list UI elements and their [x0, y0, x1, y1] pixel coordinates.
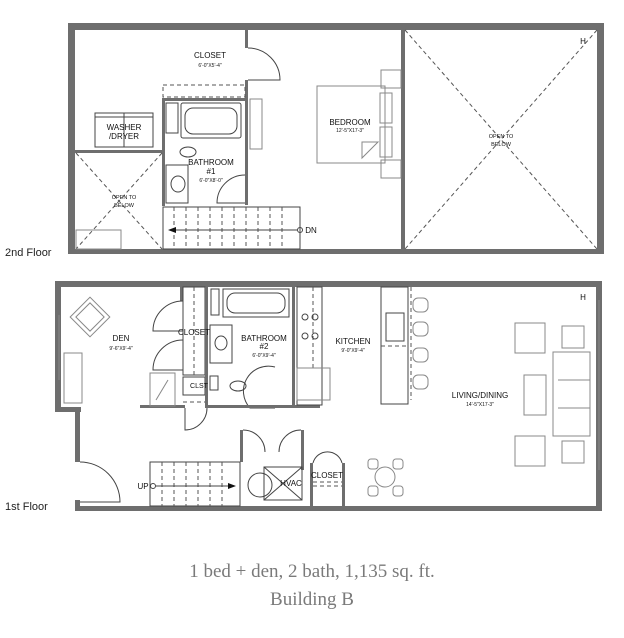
room-dims: 6'-0"X5'-4" — [198, 63, 221, 69]
hose-mark: H — [580, 37, 586, 46]
room-kitchen: KITCHEN — [335, 337, 370, 346]
room-closet-upper: CLOSET — [194, 51, 226, 60]
room-living-dining: LIVING/DINING — [452, 391, 508, 400]
room-bathroom-2-number: #2 — [260, 342, 269, 351]
hose-mark-lower: H — [580, 293, 586, 302]
open-to-below-right: OPEN TO — [489, 134, 514, 140]
room-closet-den: CLOSET — [178, 328, 210, 337]
room-washer-dryer: WASHER — [107, 123, 142, 132]
room-closet-hall: CLOSET — [311, 471, 343, 480]
room-bathroom-1: BATHROOM — [188, 158, 234, 167]
open-to-below-left-line2: BELOW — [114, 203, 135, 209]
room-washer-dryer-line2: /DRYER — [109, 132, 139, 141]
hvac-unit — [263, 466, 303, 501]
room-dims: 6'-0"X9'-4" — [252, 353, 275, 359]
second-floor-plan: DN H CLOSET 6'-0"X5'-4" WASHER /DRYER OP… — [5, 23, 604, 259]
room-dims: 6'-0"X8'-0" — [199, 178, 222, 184]
floor-label-1st: 1st Floor — [5, 501, 48, 513]
stair-treads-lower — [161, 462, 223, 506]
room-dims: 9'-0"X9'-4" — [341, 348, 364, 354]
room-bathroom-2: BATHROOM — [241, 334, 287, 343]
floor-label-2nd: 2nd Floor — [5, 247, 52, 259]
caption-summary: 1 bed + den, 2 bath, 1,135 sq. ft. — [189, 561, 435, 582]
stair-dn-label: DN — [305, 226, 317, 235]
room-bedroom: BEDROOM — [329, 118, 371, 127]
caption-building: Building B — [270, 589, 354, 610]
room-dims: 14'-5"X17-3" — [466, 402, 494, 408]
first-floor-plan: UP H DEN 9'-6"X9'-4" CLOSET CLST BATHROO… — [5, 281, 602, 513]
stair-treads-upper — [173, 207, 283, 249]
room-hvac: HVAC — [280, 479, 302, 488]
open-to-below-right-line2: BELOW — [491, 142, 512, 148]
room-clst: CLST — [190, 383, 209, 390]
room-dims: 12'-5"X17-3" — [336, 128, 364, 134]
room-den: DEN — [113, 334, 130, 343]
room-bathroom-1-number: #1 — [207, 167, 216, 176]
room-dims: 9'-6"X9'-4" — [109, 346, 132, 352]
open-to-below-left: OPEN TO — [112, 195, 137, 201]
stair-up-label: UP — [137, 482, 148, 491]
bar-stools — [412, 297, 429, 390]
